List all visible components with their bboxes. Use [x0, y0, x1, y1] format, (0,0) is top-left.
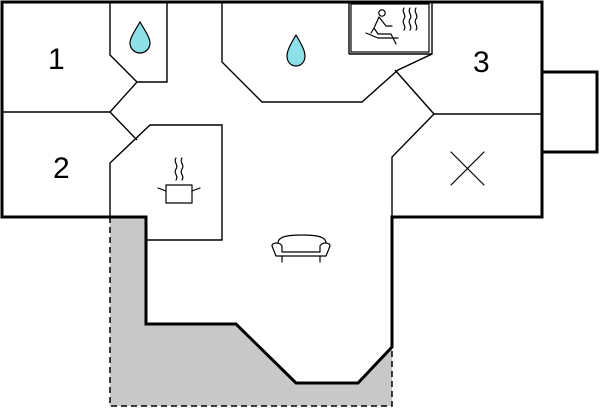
partitions: [2, 2, 542, 241]
cross-icon: [450, 151, 485, 186]
cooking-pot-icon: [157, 157, 201, 204]
terrace: [109, 217, 393, 407]
outer-wall: [0, 0, 544, 385]
room-2-label: 2: [53, 152, 70, 185]
terrace-dashed-edge: [109, 217, 393, 407]
room-3-label: 3: [473, 46, 490, 79]
water-drop-icon: [286, 33, 306, 67]
water-drop-icon: [129, 20, 151, 54]
annex: [540, 70, 599, 154]
sofa-icon: [271, 234, 331, 263]
room-1-label: 1: [48, 43, 65, 76]
sauna-icon: [350, 3, 430, 53]
terrace-area: [110, 217, 392, 406]
